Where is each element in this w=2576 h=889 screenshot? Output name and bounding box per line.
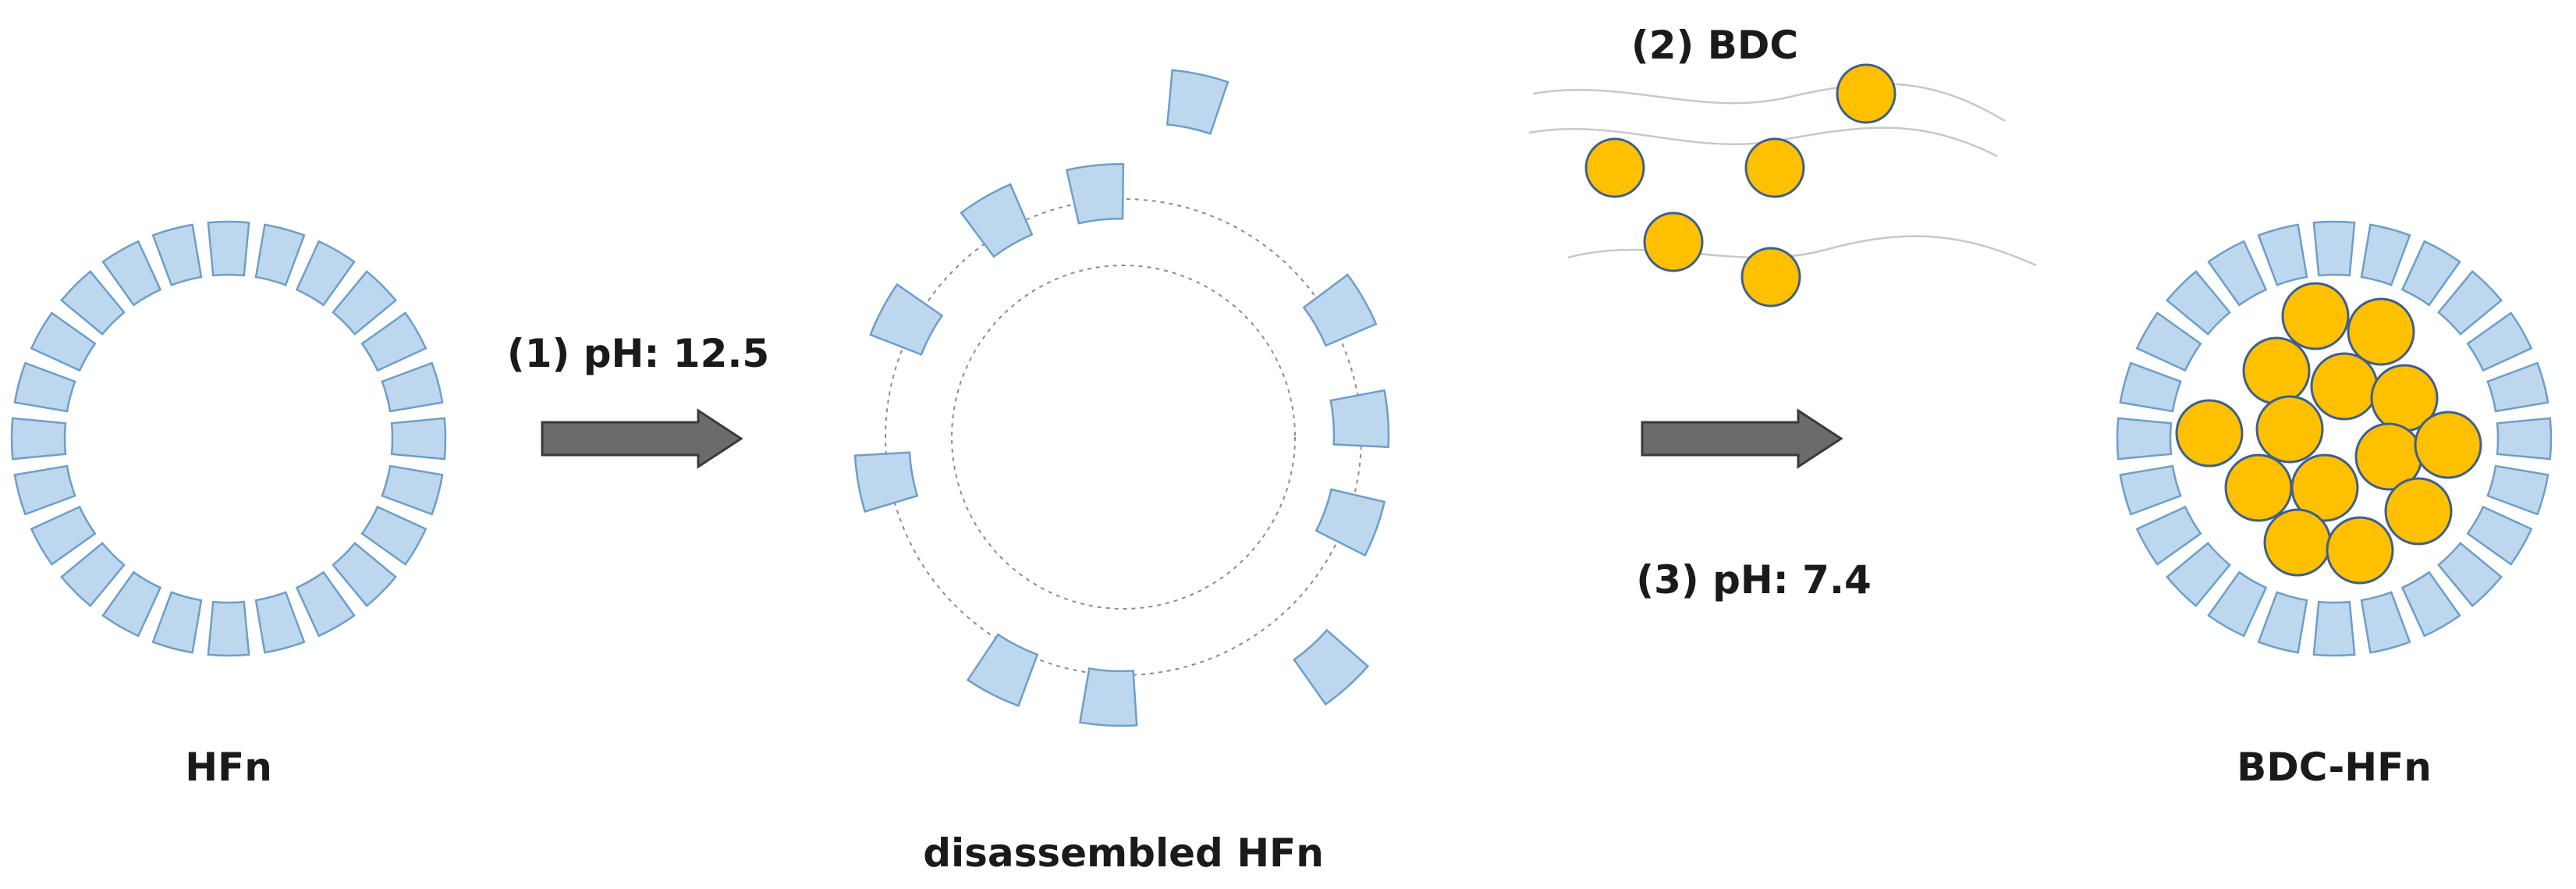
step-3-label: (3) pH: 7.4 [1636, 557, 1872, 603]
hfn-cage-assembled [10, 220, 447, 657]
protein-subunit-icon [2437, 542, 2503, 607]
protein-subunit-icon [1302, 273, 1378, 347]
bdc-molecule-icon [1740, 247, 1801, 308]
bdc-molecule-icon [2414, 411, 2482, 479]
protein-subunit-icon [151, 223, 203, 286]
protein-subunit-icon [966, 633, 1039, 707]
protein-subunit-icon [1078, 667, 1138, 727]
protein-subunit-icon [2207, 240, 2268, 307]
bdc-molecule-icon [2255, 395, 2324, 464]
protein-subunit-icon [2466, 505, 2533, 566]
bdc-molecule-icon [2310, 352, 2379, 421]
protein-subunit-icon [2119, 361, 2182, 413]
protein-subunit-icon [360, 311, 428, 372]
protein-subunit-icon [2166, 542, 2231, 607]
bdc-molecule-icon [1643, 212, 1704, 272]
protein-subunit-icon [1293, 628, 1370, 706]
protein-subunit-icon [60, 542, 126, 607]
hfn-subunits-scattered [853, 69, 1390, 727]
bdc-molecule-icon [2347, 297, 2415, 366]
bdc-molecule-icon [2290, 453, 2359, 522]
protein-subunit-icon [101, 240, 162, 307]
bdc-molecule-icon [2263, 508, 2332, 577]
protein-subunit-icon [2119, 464, 2182, 516]
protein-subunit-icon [60, 270, 126, 336]
protein-subunit-icon [2360, 223, 2411, 286]
bdc-molecule-icon [2242, 336, 2311, 405]
bdc-molecule-icon [1584, 137, 1645, 198]
protein-subunit-icon [1315, 488, 1386, 557]
protein-subunit-icon [381, 361, 444, 413]
protein-subunit-icon [151, 591, 203, 654]
protein-subunit-icon [2166, 270, 2231, 336]
protein-subunit-icon [2257, 591, 2308, 654]
hfn-label: HFn [185, 745, 272, 790]
protein-subunit-icon [2466, 311, 2533, 372]
step-1-label: (1) pH: 12.5 [507, 331, 769, 376]
protein-subunit-icon [2496, 417, 2553, 461]
protein-subunit-icon [30, 311, 97, 372]
protein-subunit-icon [332, 542, 397, 607]
protein-subunit-icon [360, 505, 428, 566]
protein-subunit-icon [13, 361, 76, 413]
protein-subunit-icon [2312, 220, 2356, 277]
protein-subunit-icon [381, 464, 444, 516]
protein-subunit-icon [101, 571, 162, 638]
step-2-label: (2) BDC [1631, 23, 1798, 68]
protein-subunit-icon [1065, 162, 1125, 225]
protein-subunit-icon [13, 464, 76, 516]
protein-subunit-icon [2486, 464, 2549, 516]
protein-subunit-icon [2257, 223, 2308, 286]
protein-subunit-icon [30, 505, 97, 566]
protein-subunit-icon [1329, 389, 1390, 449]
protein-subunit-icon [960, 183, 1034, 258]
bdc-hfn-label: BDC-HFn [2237, 745, 2432, 790]
bdc-hfn-cage [2116, 220, 2553, 657]
protein-subunit-icon [2360, 591, 2411, 654]
protein-subunit-icon [207, 220, 250, 277]
protein-subunit-icon [869, 283, 944, 356]
protein-subunit-icon [853, 451, 919, 513]
protein-subunit-icon [332, 270, 397, 336]
bdc-molecule-icon [1836, 63, 1897, 124]
right-arrow-icon [1641, 408, 1843, 469]
bdc-molecule-icon [2224, 453, 2293, 522]
protein-subunit-icon [2135, 311, 2202, 372]
right-arrow-icon [541, 408, 743, 469]
bdc-molecule-icon [2281, 282, 2350, 350]
protein-subunit-icon [390, 417, 447, 461]
protein-subunit-icon [10, 417, 67, 461]
protein-subunit-icon [254, 223, 306, 286]
protein-subunit-icon [2437, 270, 2503, 336]
protein-subunit-icon [2116, 417, 2173, 461]
bdc-molecules-encapsulated [2175, 282, 2482, 585]
bdc-molecules-free [1584, 63, 1897, 308]
disassembled-hfn-label: disassembled HFn [923, 830, 1324, 876]
protein-subunit-icon [1166, 69, 1229, 135]
protein-subunit-icon [207, 600, 250, 657]
bdc-molecule-icon [2326, 516, 2394, 585]
bdc-molecule-icon [2175, 399, 2244, 468]
bdc-molecule-icon [1744, 137, 1805, 198]
protein-subunit-icon [2207, 571, 2268, 638]
protein-subunit-icon [2486, 361, 2549, 413]
protein-subunit-icon [2312, 600, 2356, 657]
protein-subunit-icon [295, 571, 356, 638]
protein-subunit-icon [2400, 240, 2461, 307]
bdc-molecule-icon [2384, 477, 2453, 546]
protein-subunit-icon [295, 240, 356, 307]
protein-subunit-icon [2135, 505, 2202, 566]
disassembled-guide-circles [885, 198, 1362, 676]
protein-subunit-icon [2400, 571, 2461, 638]
protein-subunit-icon [254, 591, 306, 654]
